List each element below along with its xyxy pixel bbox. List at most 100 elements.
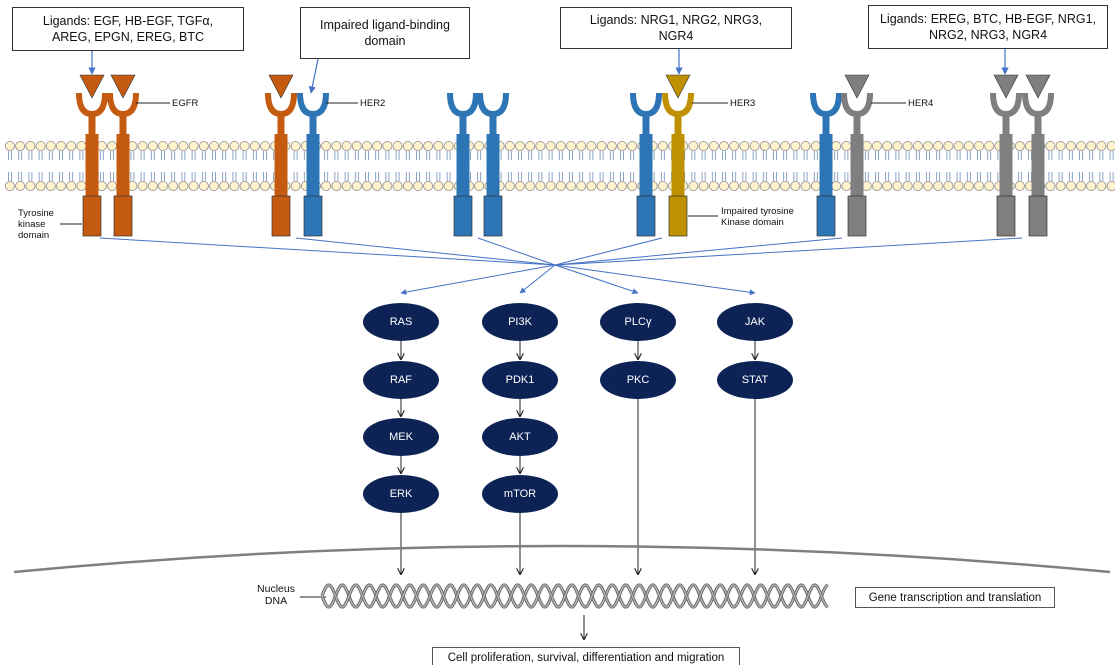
lipid-head [229,180,240,191]
lipid-head [963,140,974,151]
lipid-tail [477,151,482,181]
lipid-tail [538,151,543,181]
lipid-tail [110,151,114,181]
lipid-head [412,140,423,151]
lipid-head [56,180,67,191]
lipid-head [423,180,434,191]
lipid-head [963,180,974,191]
lipid-head [341,140,352,151]
egfr-c-ligand [268,74,294,99]
lipid-head [882,140,893,151]
dna-strand-b-highlight [321,584,829,608]
her2-impaired-binding-box: Impaired ligand-binding domain [300,7,470,59]
lipid-tail [691,151,696,181]
lipid-head [1096,180,1107,191]
lipid-head [1045,180,1056,191]
receptors [76,74,1054,237]
lipid-head [331,180,342,191]
lipid-tail [150,151,155,181]
her4-a-transmembrane [850,134,864,196]
lipid-tail [956,151,961,181]
her3-a [662,74,694,237]
lipid-head [290,180,301,191]
her2-a-transmembrane [306,134,320,196]
lipid-head [810,140,821,151]
lipid-head [770,180,781,191]
lipid-head [953,140,964,151]
lipid-head [443,140,454,151]
lipid-tail [977,151,981,181]
lipid-tail [242,151,247,181]
lipid-tail [987,151,992,181]
lipid-head [351,180,362,191]
lipid-head [657,180,668,191]
gene-transcription-box: Gene transcription and translation [855,587,1055,608]
lipid-head [1106,141,1115,151]
connector-lines [60,49,1023,640]
lipid-tail [936,151,941,181]
lipid-head [157,180,168,191]
her4-b-stalk [1002,113,1010,136]
node-pkc: PKC [600,361,676,399]
her2-a-binding-domain [297,92,329,118]
lipid-head [984,140,995,151]
lipid-head [474,140,485,151]
lipid-tail [507,151,512,181]
egfr-b [107,74,139,237]
fan-in-3 [554,237,663,266]
her2-e-binding-domain [810,92,842,118]
lipid-tail [8,151,12,181]
her2-b-binding-domain [447,92,479,118]
lipid-tail [528,151,533,181]
lipid-head [341,180,352,191]
lipid-head [892,180,903,191]
lipid-head [1014,140,1025,151]
lipid-tail [140,151,145,181]
lipid-tail [18,151,23,181]
lipid-tail [548,151,553,181]
her4-a [841,74,873,237]
lipid-tail [375,151,380,181]
lipid-head [841,180,852,191]
lipid-head [1076,140,1087,151]
lipid-head [861,140,872,151]
lipid-head [137,140,148,151]
lipid-head [525,140,536,151]
her3-label: HER3 [730,98,756,109]
lipid-head [749,140,760,151]
her2-e [810,92,842,237]
egfr-c-transmembrane [274,134,288,196]
lipid-head [617,180,628,191]
ligand-arrow-1 [308,58,319,94]
lipid-head [423,140,434,151]
lipid-head [719,140,730,151]
lipid-head [147,140,158,151]
lipid-tail [365,151,369,181]
lipid-tail [130,151,135,181]
lipid-head [1055,140,1066,151]
lipid-tail [263,151,267,181]
egfr-b-ligand [110,74,136,99]
lipid-head [515,140,526,151]
her4-b-ligand [993,74,1019,99]
lipid-tail [161,151,165,181]
lipid-tail [742,151,747,181]
lipid-tail [201,151,206,181]
lipid-tail [599,151,604,181]
lipid-tail [895,151,900,181]
lipid-head [790,140,801,151]
lipid-head [739,140,750,151]
lipid-head [5,180,15,191]
lipid-head [1086,140,1097,151]
lipid-head [566,140,577,151]
cell-outcome-box: Cell proliferation, survival, differenti… [432,647,740,665]
lipid-head [259,140,270,151]
lipid-head [1076,180,1087,191]
fan-in-0 [99,237,556,266]
her4-c-kinase-domain [1028,195,1048,237]
lipid-tail [416,151,420,181]
lipid-tail [722,151,726,181]
lipid-head [872,140,883,151]
lipid-tail [48,151,53,181]
lipid-tail [344,151,349,181]
